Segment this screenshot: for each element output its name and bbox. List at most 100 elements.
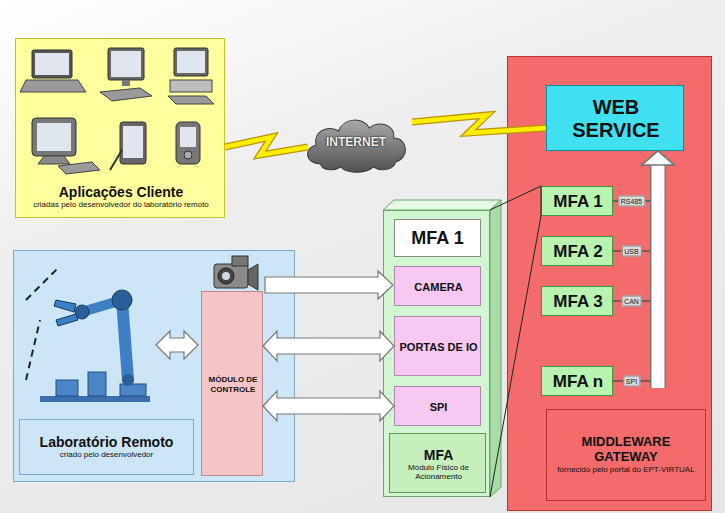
bus-outline bbox=[650, 165, 666, 388]
desktop-tower-icon bbox=[170, 80, 212, 92]
camera-icon bbox=[248, 264, 258, 290]
tablet-icon bbox=[120, 122, 146, 164]
bus-arrow bbox=[613, 151, 674, 208]
bus-outline bbox=[650, 165, 666, 258]
text-frame: MFAMódulo Físico de Acionamento bbox=[390, 434, 487, 494]
arrow-head bbox=[642, 151, 674, 165]
crt-monitor-icon bbox=[37, 123, 71, 151]
bus-body bbox=[652, 165, 665, 208]
interface-label: RS485 bbox=[618, 196, 645, 207]
crt-monitor-icon bbox=[58, 162, 100, 174]
spi-port-box: SPI bbox=[394, 386, 481, 426]
node-title: MFA bbox=[424, 447, 454, 463]
block-arrow bbox=[263, 331, 394, 361]
pda-icon bbox=[176, 122, 200, 164]
node-title: Aplicações Cliente bbox=[59, 184, 184, 200]
robot-illustration bbox=[56, 314, 78, 326]
text-frame: WEB SERVICE bbox=[547, 86, 685, 152]
text-frame: Laboratório Remotocriado pelo desenvolve… bbox=[19, 419, 194, 475]
desktop-monitor-icon bbox=[122, 80, 130, 86]
desktop-tower-icon bbox=[168, 96, 214, 104]
robot-illustration bbox=[75, 305, 89, 319]
text-frame: CAMERA bbox=[395, 267, 482, 307]
interface-label: CAN bbox=[621, 296, 642, 307]
tablet-icon bbox=[110, 150, 122, 170]
node-title: MFA 1 bbox=[553, 192, 602, 212]
bus-body bbox=[652, 165, 665, 388]
lightning-outline bbox=[225, 137, 308, 155]
bus-arrow bbox=[613, 151, 674, 308]
robot-illustration bbox=[122, 300, 128, 380]
robot-illustration bbox=[112, 290, 132, 310]
node-subtitle: criadas pelo desenvolvedor do laboratóri… bbox=[33, 200, 209, 209]
crt-monitor-icon bbox=[32, 118, 76, 156]
robot-illustration bbox=[88, 372, 106, 396]
desktop-monitor-icon bbox=[100, 88, 152, 101]
arrow-head bbox=[642, 151, 674, 165]
crt-monitor-icon bbox=[32, 118, 100, 174]
robot-illustration bbox=[122, 374, 134, 386]
cloud-outline bbox=[308, 120, 406, 172]
node-title: MIDDLEWARE GATEWAY bbox=[551, 435, 701, 465]
robot-illustration bbox=[26, 320, 40, 380]
node-subtitle: Módulo Físico de Acionamento bbox=[394, 463, 483, 481]
bus-arrow bbox=[613, 151, 674, 258]
io-port-box: PORTAS DE IO bbox=[394, 316, 481, 376]
camera-port-box: CAMERA bbox=[394, 266, 481, 306]
crt-monitor-icon bbox=[38, 156, 70, 164]
node-title: MFA 2 bbox=[553, 242, 602, 262]
robot-illustration bbox=[120, 384, 146, 396]
node-title: MFA 1 bbox=[411, 228, 463, 249]
robot-illustration bbox=[54, 300, 76, 312]
node-title: INTERNET bbox=[326, 136, 386, 150]
lightning-bolt bbox=[412, 115, 546, 133]
node-subtitle: fornecido pelo portal do EPT-VIRTUAL bbox=[557, 465, 694, 474]
text-frame: MFA 1 bbox=[394, 219, 481, 257]
bus-outline bbox=[650, 165, 666, 208]
node-title: Laboratório Remoto bbox=[40, 434, 174, 450]
camera-icon bbox=[214, 256, 258, 290]
node-title: SPI bbox=[430, 401, 448, 414]
arrow-head bbox=[642, 151, 674, 165]
text-frame: MFA 3 bbox=[542, 287, 614, 317]
control-module-box: MÓDULO DE CONTROLE bbox=[201, 291, 263, 476]
text-frame: MFA n bbox=[542, 367, 614, 397]
zoom-line bbox=[490, 186, 541, 497]
interface-label: SPI bbox=[623, 376, 640, 387]
camera-icon bbox=[214, 264, 248, 288]
text-frame: Aplicações Clientecriadas pelo desenvolv… bbox=[20, 177, 222, 217]
node-title: PORTAS DE IO bbox=[399, 341, 477, 354]
camera-signal-arrow bbox=[265, 271, 393, 299]
panel-depth bbox=[383, 200, 501, 497]
lightning-bolt bbox=[225, 137, 308, 155]
mfa-footer-box: MFAMódulo Físico de Acionamento bbox=[389, 433, 486, 493]
block-arrow bbox=[263, 391, 394, 421]
interface-label: USB bbox=[621, 246, 641, 257]
node-title: WEB SERVICE bbox=[551, 96, 681, 142]
robot-illustration bbox=[56, 380, 78, 396]
zoom-line bbox=[490, 186, 541, 497]
camera-icon bbox=[222, 272, 230, 280]
desktop-tower-icon bbox=[168, 48, 214, 104]
bus-body bbox=[652, 165, 665, 308]
text-frame: INTERNET bbox=[300, 112, 412, 174]
robot-illustration bbox=[40, 396, 150, 402]
text-frame: MÓDULO DE CONTROLE bbox=[202, 292, 264, 477]
desktop-monitor-icon bbox=[100, 48, 152, 101]
mfa-box: MFA 2 bbox=[541, 236, 613, 266]
desktop-tower-icon bbox=[177, 51, 205, 73]
robot-illustration bbox=[82, 300, 122, 312]
bus-arrow bbox=[613, 151, 674, 388]
pda-icon bbox=[180, 127, 196, 147]
arrow-head bbox=[642, 151, 674, 165]
text-frame: PORTAS DE IO bbox=[395, 317, 482, 377]
client-apps-panel: Aplicações Clientecriadas pelo desenvolv… bbox=[15, 38, 225, 218]
camera-signal-arrow bbox=[265, 271, 393, 299]
mfa-box: MFA 1 bbox=[541, 186, 613, 216]
text-frame: MIDDLEWARE GATEWAYfornecido pelo portal … bbox=[546, 409, 706, 501]
robot-illustration bbox=[26, 268, 58, 300]
mfa-box: MFA 3 bbox=[541, 286, 613, 316]
robot-link-arrow bbox=[156, 331, 198, 359]
panel-depth bbox=[490, 200, 501, 497]
